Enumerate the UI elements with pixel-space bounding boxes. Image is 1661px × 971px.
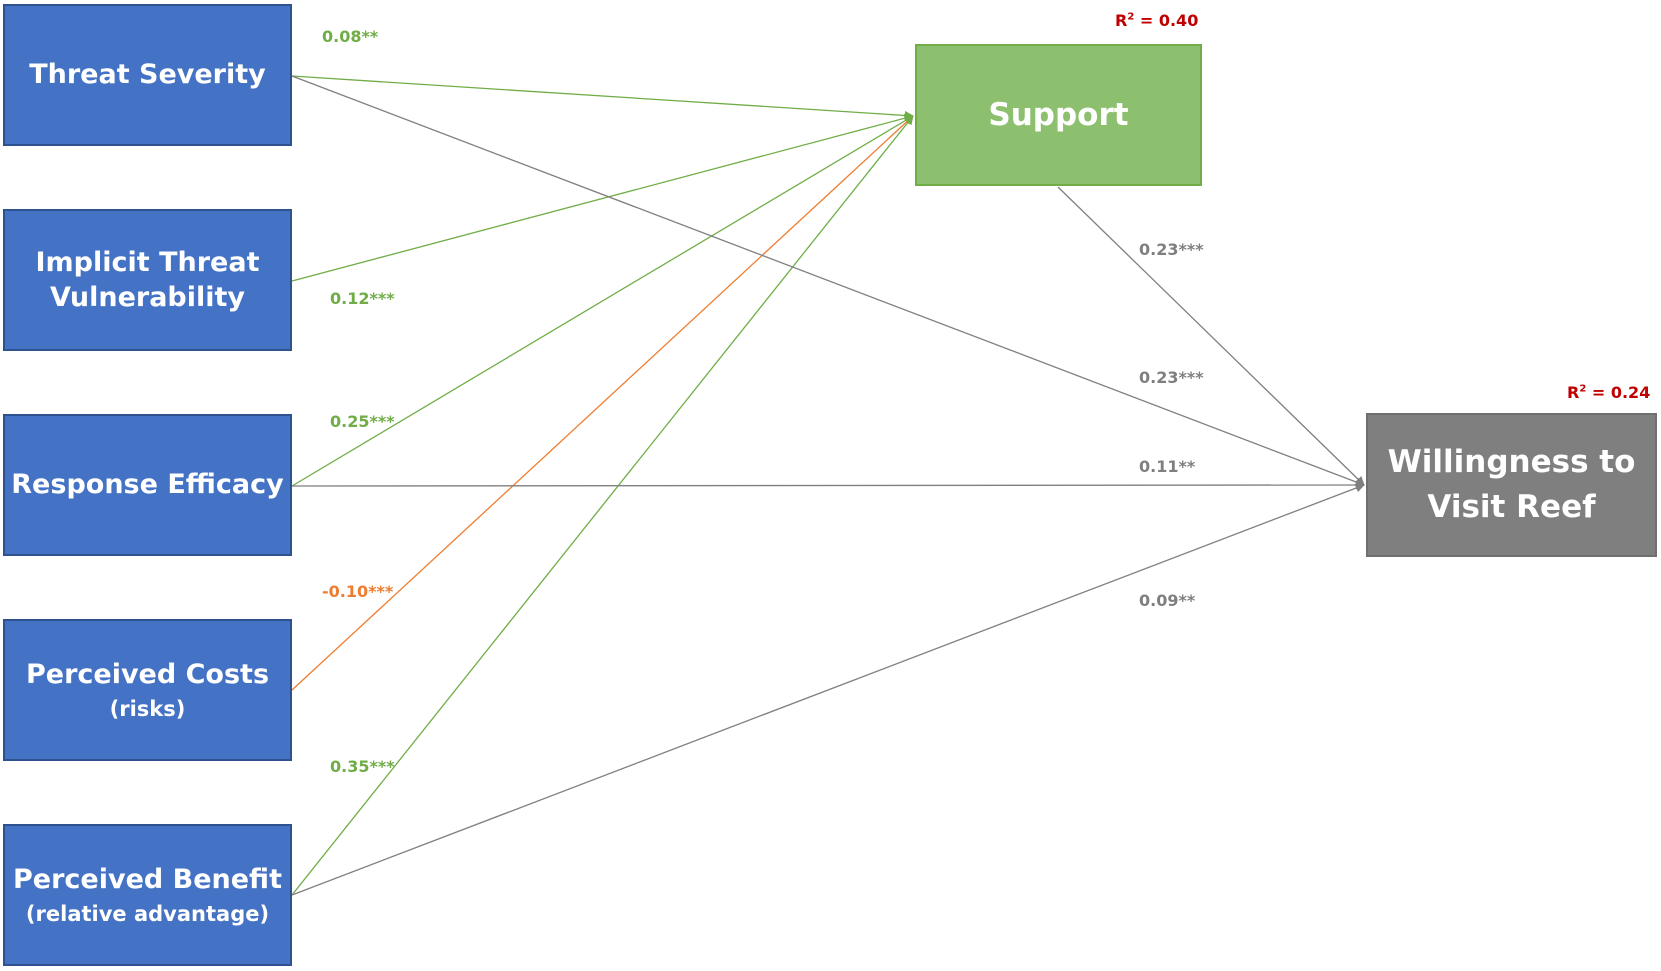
coef-benefit-to-support: 0.35*** [330,757,395,776]
box-outcome-label-line2: Visit Reef [1427,489,1596,525]
box-threat-severity-label: Threat Severity [29,59,266,91]
outcome-r-squared: R2 = 0.24 [1567,383,1651,402]
path-efficacy-to-support [291,115,914,487]
box-response-efficacy: Response Efficacy [3,414,292,556]
box-implicit-threat-vulnerability: Implicit Threat Vulnerability [3,209,292,351]
path-benefit-to-outcome [291,483,1365,896]
box-perceived-benefit-sublabel: (relative advantage) [25,901,270,926]
support-r-squared: R2 = 0.40 [1115,11,1199,30]
coef-threat-to-outcome: 0.23*** [1139,368,1204,387]
path-benefit-to-support [291,115,914,896]
path-threat-to-outcome [291,75,1365,487]
box-support-label: Support [988,96,1129,133]
coef-benefit-to-outcome: 0.09** [1139,591,1196,610]
path-support-to-outcome [1057,186,1365,486]
box-threat-severity: Threat Severity [3,4,292,146]
box-perceived-benefit-label: Perceived Benefit [13,863,282,895]
path-implicit-to-support [291,113,914,282]
box-perceived-benefit: Perceived Benefit (relative advantage) [3,824,292,966]
box-response-efficacy-label: Response Efficacy [11,469,284,501]
box-perceived-costs-label: Perceived Costs [25,658,270,690]
coef-efficacy-to-support: 0.25*** [330,412,395,431]
coef-efficacy-to-outcome: 0.11** [1139,457,1196,476]
box-implicit-threat-label-line2: Vulnerability [49,282,246,313]
box-support: Support [915,44,1202,186]
path-costs-to-support [291,115,914,691]
box-perceived-costs-sublabel: (risks) [109,696,186,721]
box-perceived-costs: Perceived Costs (risks) [3,619,292,761]
box-implicit-threat-label-line1: Implicit Threat [35,246,260,278]
box-outcome-label-line1: Willingness to [1387,444,1636,481]
coef-implicit-to-support: 0.12*** [330,289,395,308]
path-threat-to-support [291,75,914,121]
coef-support-to-outcome: 0.23*** [1139,240,1204,259]
coef-threat-to-support: 0.08** [322,27,379,46]
path-efficacy-to-outcome [291,480,1365,490]
coef-costs-to-support: -0.10*** [322,582,394,601]
box-willingness-to-visit-reef: Willingness to Visit Reef [1366,413,1657,557]
